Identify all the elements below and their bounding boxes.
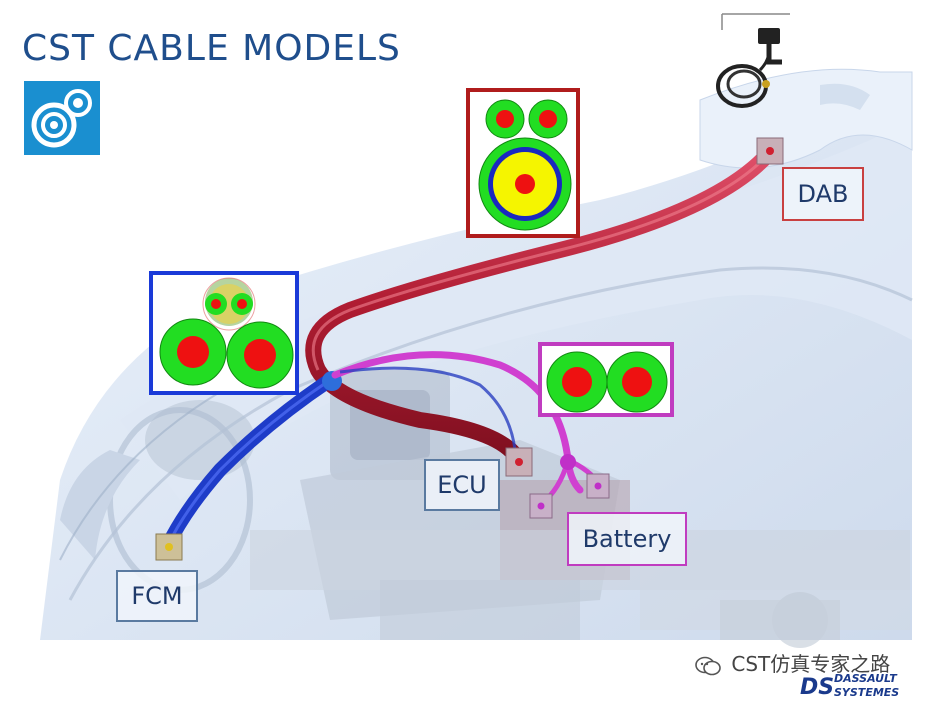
wechat-icon	[695, 656, 721, 675]
fcm-connector	[155, 533, 183, 561]
page-title: CST CABLE MODELS	[22, 28, 401, 69]
dassault-systemes-logo: DS DASSAULT SYSTEMES	[800, 672, 899, 700]
watermark: CST仿真专家之路	[695, 648, 890, 677]
battery-connector-1	[529, 493, 553, 519]
battery-cross-section	[538, 342, 674, 417]
battery-connector-2	[586, 473, 610, 499]
dab-connector	[756, 137, 784, 165]
svg-text:DS: DS	[800, 675, 834, 700]
battery-cable	[331, 351, 584, 494]
dab-cross-section	[466, 88, 580, 238]
battery-label: Battery	[567, 512, 687, 566]
ecu-label: ECU	[424, 459, 500, 511]
fcm-cross-section	[149, 271, 299, 395]
antenna-connector-icon	[716, 13, 790, 108]
ecu-connector	[505, 447, 533, 477]
svg-text:DASSAULT: DASSAULT	[834, 672, 898, 685]
dab-label: DAB	[782, 167, 864, 221]
fcm-label: FCM	[116, 570, 198, 622]
cst-studio-logo-icon	[24, 81, 100, 155]
watermark-text: CST仿真专家之路	[731, 652, 891, 676]
svg-text:SYSTEMES: SYSTEMES	[834, 686, 899, 699]
